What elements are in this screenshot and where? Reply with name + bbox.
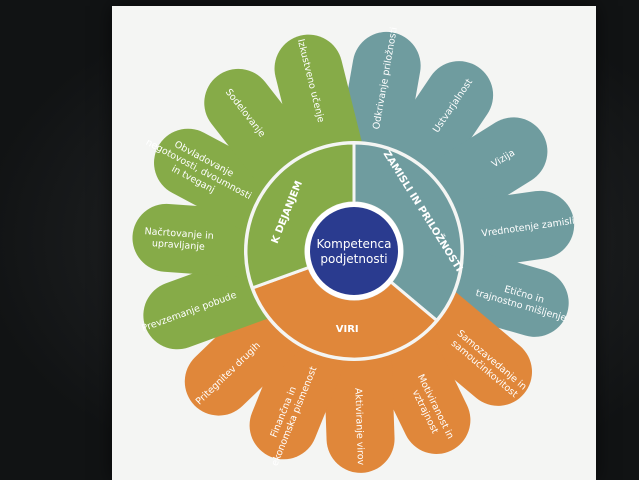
center-label-line: Kompetenca [317, 237, 392, 251]
petal-label-line: Aktiviranje virov [352, 388, 366, 466]
center-disk [310, 207, 398, 295]
petal-body [448, 190, 575, 271]
petal-body [381, 61, 494, 188]
petal-body [367, 325, 471, 454]
petal-label-line: upravljanje [151, 238, 205, 253]
petal-body [143, 253, 272, 350]
petal-body [132, 203, 257, 278]
petal-label: Aktiviranje virov [352, 388, 366, 466]
area-label-resources: VIRI [336, 324, 359, 335]
petal-motiviranost-in-vztrajnost: Motiviranost invztrajnost [367, 313, 471, 454]
petal-body [323, 349, 395, 473]
center-label-line: podjetnosti [320, 252, 387, 266]
petal-label: Načrtovanje inupravljanje [143, 226, 214, 253]
petal-body [274, 34, 363, 163]
petal-ustvarjalnost: Ustvarjalnost [381, 61, 494, 193]
petal-body [420, 117, 548, 227]
petal-body [154, 128, 282, 235]
petal-label-line: Načrtovanje in [144, 226, 214, 242]
